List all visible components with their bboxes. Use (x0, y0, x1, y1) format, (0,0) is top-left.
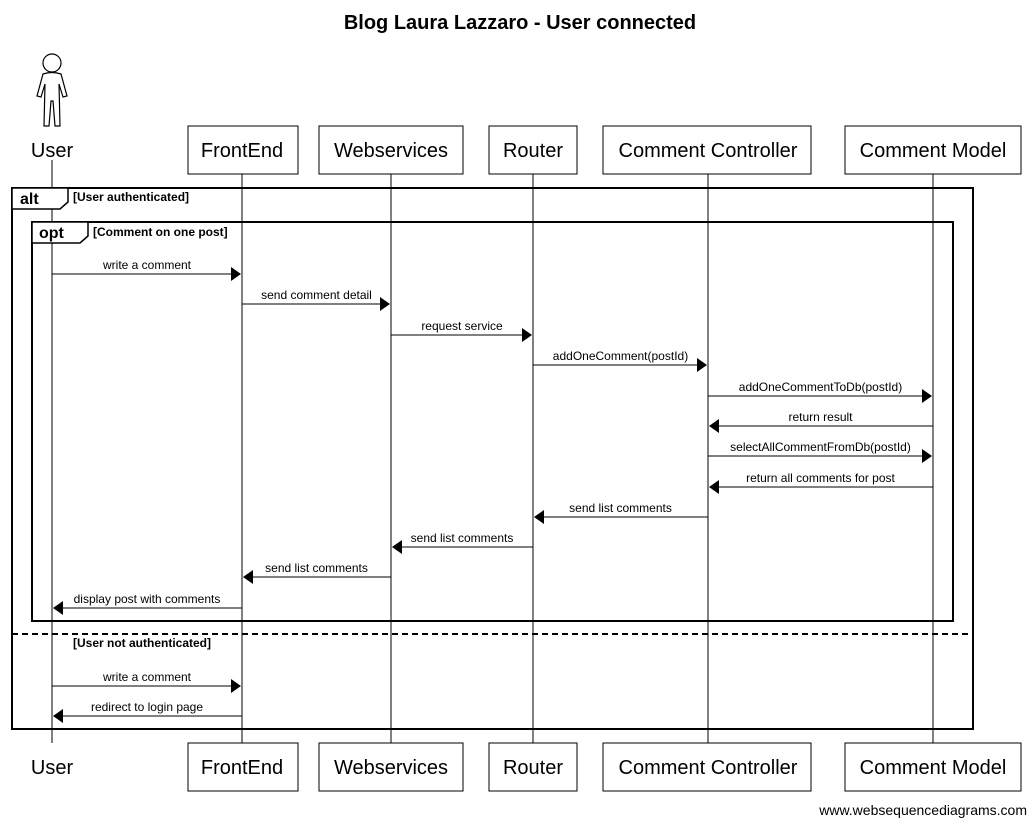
arrowhead-icon (709, 480, 719, 494)
opt-frame-guard: [Comment on one post] (93, 225, 228, 239)
participant-controller-bottom: Comment Controller (602, 742, 812, 792)
message-arrow: return result (709, 410, 933, 433)
participant-box (844, 742, 1022, 792)
participant-router-bottom: Router (488, 742, 578, 792)
participant-box (488, 742, 578, 792)
message-label: request service (421, 319, 503, 333)
participant-user-bottom: User (31, 757, 74, 779)
participant-label: Comment Model (860, 140, 1007, 162)
message-arrow: send list comments (392, 531, 533, 554)
message-label: write a comment (102, 258, 192, 272)
participant-box (602, 742, 812, 792)
arrowhead-icon (231, 267, 241, 281)
opt-frame-tab (31, 221, 89, 244)
message-arrow: write a comment (52, 670, 241, 693)
diagram-title: Blog Laura Lazzaro - User connected (344, 12, 696, 34)
arrowhead-icon (534, 510, 544, 524)
participant-webservices-top: Webservices (318, 125, 464, 175)
message-arrow: return all comments for post (709, 471, 933, 494)
arrowhead-icon (53, 709, 63, 723)
message-label: send comment detail (261, 288, 372, 302)
participant-frontend-bottom: FrontEnd (187, 742, 299, 792)
message-label: return all comments for post (746, 471, 895, 485)
message-arrow: addOneCommentToDb(postId) (708, 380, 932, 403)
actor-icon (36, 53, 68, 127)
participant-model-top: Comment Model (844, 125, 1022, 175)
message-label: send list comments (265, 561, 368, 575)
participant-router-top: Router (488, 125, 578, 175)
arrowhead-icon (53, 601, 63, 615)
opt-frame-border (31, 221, 954, 622)
participant-label: FrontEnd (201, 140, 283, 162)
arrowhead-icon (922, 449, 932, 463)
arrowhead-icon (231, 679, 241, 693)
participants-top: User FrontEnd Webservices Router Comment Con… (31, 53, 1022, 175)
arrowhead-icon (922, 389, 932, 403)
participant-label: Router (503, 140, 563, 162)
message-label: addOneComment(postId) (553, 349, 688, 363)
participant-box (602, 125, 812, 175)
participant-label: Comment Model (860, 757, 1007, 779)
alt-frame-guard: [User authenticated] (73, 190, 189, 204)
participant-box (187, 742, 299, 792)
participant-label: User (31, 757, 74, 779)
participant-label: Comment Controller (619, 140, 798, 162)
participant-label: Comment Controller (619, 757, 798, 779)
arrowhead-icon (522, 328, 532, 342)
message-label: addOneCommentToDb(postId) (739, 380, 902, 394)
participant-webservices-bottom: Webservices (318, 742, 464, 792)
message-arrow: send comment detail (242, 288, 390, 311)
lifelines (51, 160, 934, 743)
message-label: send list comments (411, 531, 514, 545)
message-label: return result (788, 410, 853, 424)
message-label: write a comment (102, 670, 192, 684)
watermark: www.websequencediagrams.com (818, 802, 1027, 818)
participant-label: Router (503, 757, 563, 779)
message-arrow: request service (391, 319, 532, 342)
participant-label: Webservices (334, 757, 448, 779)
arrowhead-icon (380, 297, 390, 311)
participant-box (844, 125, 1022, 175)
alt-frame: alt [User authenticated] [User not authe… (11, 187, 974, 730)
opt-frame: opt [Comment on one post] (31, 221, 954, 622)
participant-label: FrontEnd (201, 757, 283, 779)
messages: write a comment send comment detail reques… (52, 258, 933, 723)
participants-bottom: User FrontEnd Webservices Router Comment Con… (31, 742, 1022, 792)
participant-frontend-top: FrontEnd (187, 125, 299, 175)
participant-box (318, 125, 464, 175)
arrowhead-icon (709, 419, 719, 433)
message-arrow: display post with comments (53, 592, 242, 615)
arrowhead-icon (243, 570, 253, 584)
message-arrow: send list comments (243, 561, 391, 584)
alt-frame-tab (11, 187, 69, 210)
participant-label: User (31, 140, 74, 162)
participant-label: Webservices (334, 140, 448, 162)
message-label: redirect to login page (91, 700, 203, 714)
alt-frame-tag: alt (20, 191, 39, 208)
arrowhead-icon (697, 358, 707, 372)
message-arrow: selectAllCommentFromDb(postId) (708, 440, 932, 463)
message-label: selectAllCommentFromDb(postId) (730, 440, 911, 454)
participant-box (488, 125, 578, 175)
participant-user-top: User (31, 53, 74, 162)
arrowhead-icon (392, 540, 402, 554)
message-label: display post with comments (74, 592, 221, 606)
message-arrow: redirect to login page (53, 700, 242, 723)
participant-model-bottom: Comment Model (844, 742, 1022, 792)
alt-frame-border (11, 187, 974, 730)
message-arrow: send list comments (534, 501, 708, 524)
opt-frame-tag: opt (39, 225, 65, 242)
participant-box (318, 742, 464, 792)
message-arrow: write a comment (52, 258, 241, 281)
alt-else-guard: [User not authenticated] (73, 636, 211, 650)
participant-controller-top: Comment Controller (602, 125, 812, 175)
message-arrow: addOneComment(postId) (533, 349, 707, 372)
message-label: send list comments (569, 501, 672, 515)
participant-box (187, 125, 299, 175)
